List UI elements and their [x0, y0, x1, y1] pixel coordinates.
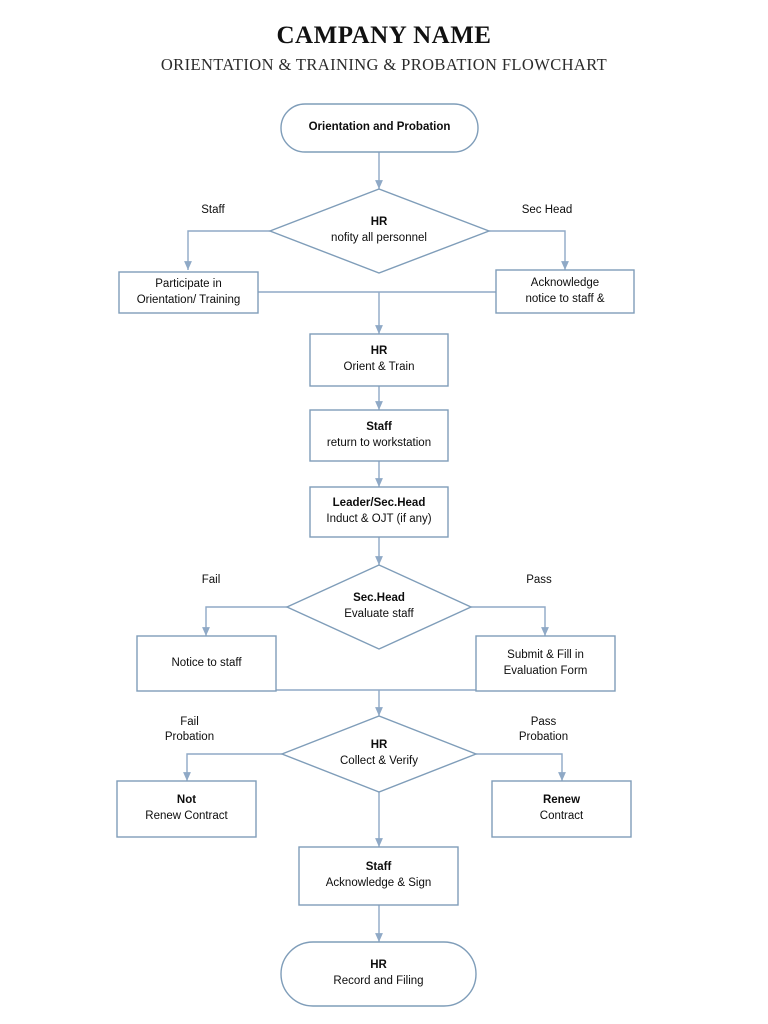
node-participate[interactable] — [118, 271, 259, 314]
node-end-record-filing[interactable] — [280, 941, 477, 1007]
edge-d3-to-renew — [476, 753, 566, 781]
node-not-renew-contract[interactable] — [116, 780, 257, 838]
title-block: CAMPANY NAME ORIENTATION & TRAINING & PR… — [0, 22, 768, 75]
node-renew-contract[interactable] — [491, 780, 632, 838]
edge-label-fail-probation: Fail Probation — [164, 716, 215, 743]
node-decision-collect-verify[interactable] — [280, 715, 478, 793]
edge-label-pass: Pass — [526, 574, 552, 586]
page-title: CAMPANY NAME — [276, 22, 492, 49]
edge-d2-to-notice — [202, 606, 287, 636]
edge-d1-to-acknowledge — [489, 230, 569, 270]
connector-group — [183, 152, 569, 942]
node-induct-ojt[interactable] — [309, 486, 449, 538]
node-decision-notify[interactable] — [268, 188, 491, 274]
edge-d3-to-notrenew — [183, 753, 282, 781]
edge-label-fail: Fail — [201, 574, 221, 586]
node-orient-train[interactable] — [309, 333, 449, 387]
node-notice-to-staff[interactable] — [136, 635, 277, 692]
edge-label-staff: Staff — [201, 204, 225, 216]
edge-d1-to-participate — [184, 230, 270, 270]
node-return-workstation[interactable] — [309, 409, 449, 462]
node-decision-evaluate[interactable] — [285, 564, 473, 650]
node-acknowledge-sign[interactable] — [298, 846, 459, 906]
edge-label-sec-head: Sec Head — [521, 204, 573, 216]
node-submit-evaluation[interactable] — [475, 635, 616, 692]
merge-bus-group — [258, 291, 496, 691]
edge-d2-to-submit — [471, 606, 549, 636]
node-start[interactable] — [280, 103, 479, 153]
page-subtitle: ORIENTATION & TRAINING & PROBATION FLOWC… — [160, 54, 608, 74]
node-acknowledge[interactable] — [495, 269, 635, 314]
edge-label-pass-probation: Pass Probation — [518, 716, 569, 743]
node-shape-group — [116, 103, 635, 1007]
